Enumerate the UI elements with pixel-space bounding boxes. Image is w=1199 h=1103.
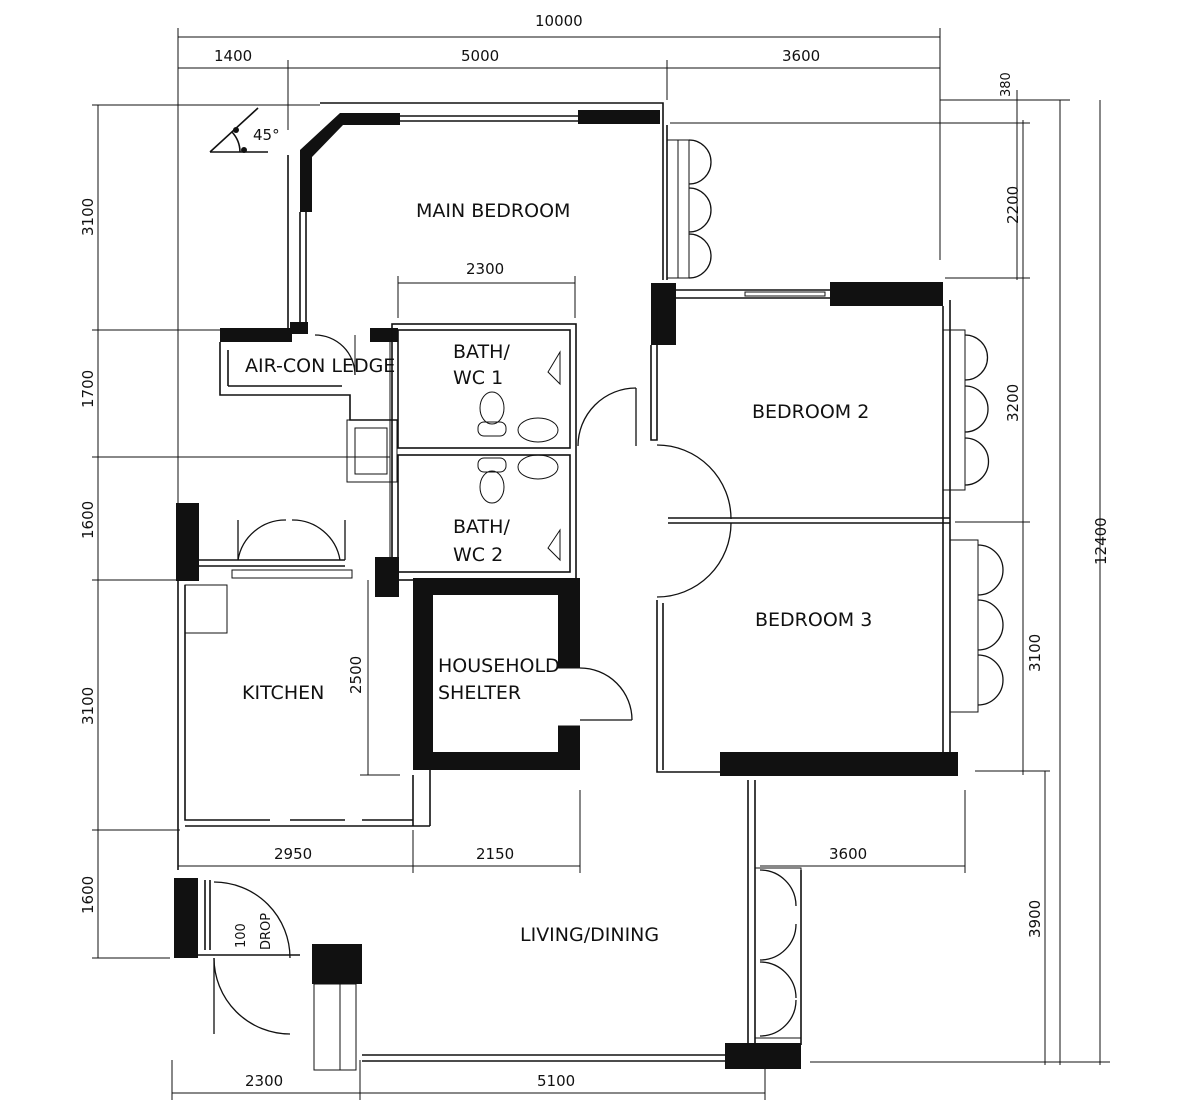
household-shelter: HOUSEHOLD SHELTER: [375, 557, 633, 770]
bath-wc2-label-line2: WC 2: [453, 544, 503, 566]
dim-kitchen-2500: 2500: [347, 656, 365, 694]
bedroom3-label: BEDROOM 3: [755, 609, 872, 631]
shelter-label-line1: HOUSEHOLD: [438, 655, 560, 677]
dim-top-small: 380: [999, 72, 1014, 97]
dim-mid-2950: 2950: [274, 845, 312, 863]
main-bedroom-walls: [287, 102, 668, 334]
dim-right-2: 3200: [1004, 384, 1022, 422]
dim-left-5: 1600: [79, 876, 97, 914]
dim-mid-2150: 2150: [476, 845, 514, 863]
drop-number: 100: [234, 923, 249, 948]
kitchen-label: KITCHEN: [242, 682, 324, 704]
dim-left-1: 3100: [79, 198, 97, 236]
dim-bottom-2300: 2300: [245, 1072, 283, 1090]
dim-top-1: 1400: [214, 47, 252, 65]
bedroom2-label: BEDROOM 2: [752, 401, 869, 423]
dim-top-2: 5000: [461, 47, 499, 65]
dim-top-3: 3600: [782, 47, 820, 65]
dim-left-2: 1700: [79, 370, 97, 408]
bath-wc1-label-line1: BATH/: [453, 341, 510, 363]
dim-inner-2300: 2300: [466, 260, 504, 278]
angle-label: 45°: [253, 126, 280, 144]
dim-right-4: 3900: [1026, 900, 1044, 938]
living-dining-walls: [174, 780, 802, 1071]
dim-right-1: 2200: [1004, 186, 1022, 224]
dim-mid-3600: 3600: [829, 845, 867, 863]
aircon-ledge: AIR-CON LEDGE: [219, 328, 398, 421]
main-bedroom-windows: [666, 139, 712, 279]
shelter-label-line2: SHELTER: [438, 682, 521, 704]
dimension-labels: 10000 1400 5000 3600 380 3100 1700 1600 …: [79, 12, 1110, 1090]
main-bedroom-label: MAIN BEDROOM: [416, 200, 570, 222]
drop-label: DROP: [259, 913, 274, 950]
bath-wc1-label-line2: WC 1: [453, 367, 503, 389]
dim-left-3: 1600: [79, 501, 97, 539]
aircon-ledge-label: AIR-CON LEDGE: [245, 355, 395, 377]
dimension-lines: [92, 28, 1110, 1100]
kitchen-walls: [176, 503, 431, 870]
dim-right-3: 3100: [1026, 634, 1044, 672]
living-dining-label: LIVING/DINING: [520, 924, 659, 946]
bath-doors: [577, 387, 637, 447]
angle-symbol: 45°: [209, 107, 280, 153]
dim-left-4: 3100: [79, 687, 97, 725]
bedroom-windows: [942, 329, 1004, 713]
bath-wc2-label-line1: BATH/: [453, 516, 510, 538]
dim-bottom-5100: 5100: [537, 1072, 575, 1090]
dim-top-total: 10000: [535, 12, 583, 30]
bedroom-walls: [650, 282, 958, 776]
dim-right-total: 12400: [1092, 517, 1110, 565]
